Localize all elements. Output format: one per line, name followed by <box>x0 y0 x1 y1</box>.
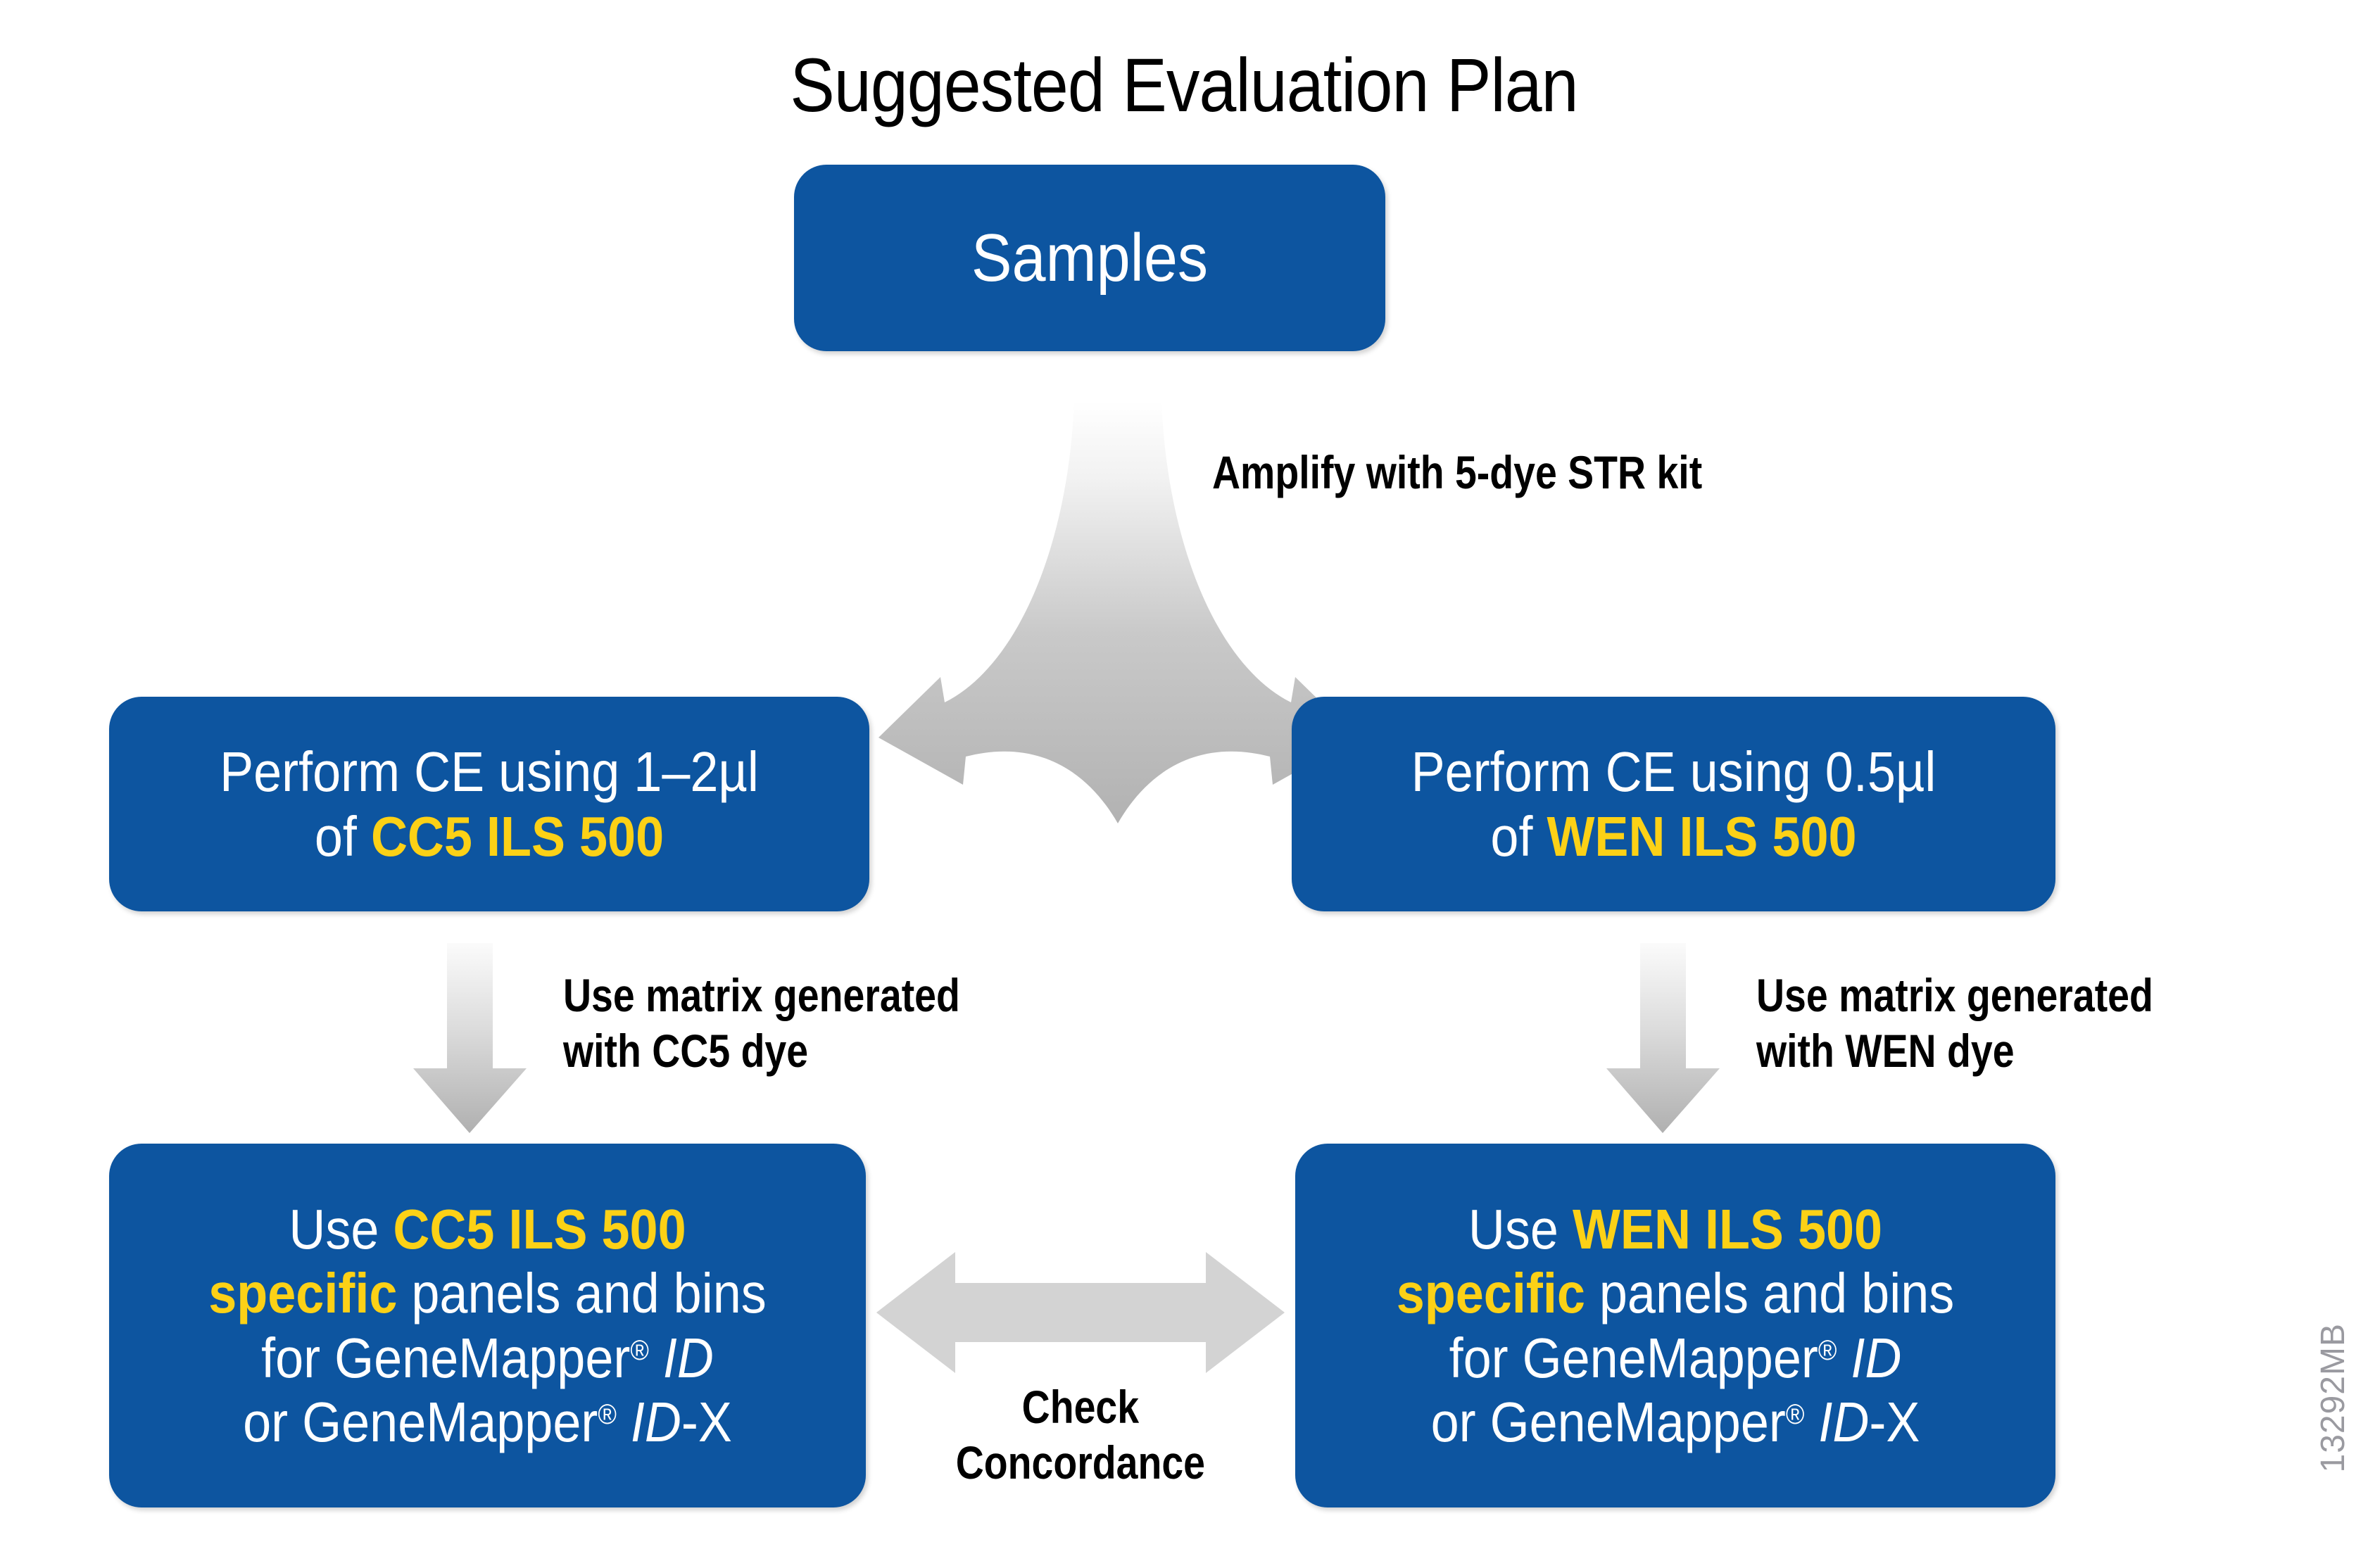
branching-down-arrow-icon <box>878 401 1357 823</box>
node-perform-ce-cc5-label: Perform CE using 1–2µl of CC5 ILS 500 <box>147 740 831 868</box>
label-matrix-cc5-text: Use matrix generated with CC5 dye <box>563 969 960 1077</box>
panels-left-l4-suffix: -X <box>681 1390 732 1453</box>
panels-right-l1-highlight: WEN ILS 500 <box>1572 1198 1883 1261</box>
label-amplify-text: Amplify with 5-dye STR kit <box>1212 446 1703 498</box>
node-panels-bins-cc5-label: Use CC5 ILS 500 specific panels and bins… <box>147 1197 829 1454</box>
label-matrix-wen-text: Use matrix generated with WEN dye <box>1756 969 2153 1077</box>
node-panels-bins-cc5[interactable]: Use CC5 ILS 500 specific panels and bins… <box>109 1144 866 1507</box>
node-perform-ce-cc5[interactable]: Perform CE using 1–2µl of CC5 ILS 500 <box>109 697 869 911</box>
ce-left-line1: Perform CE using 1–2µl <box>220 740 759 804</box>
panels-right-l4-suffix: -X <box>1869 1390 1920 1453</box>
ce-right-highlight: WEN ILS 500 <box>1547 804 1857 868</box>
panels-right-l4-italic: ID <box>1818 1390 1870 1453</box>
ce-right-line1: Perform CE using 0.5µl <box>1411 740 1936 804</box>
down-arrow-icon-right <box>1606 943 1720 1133</box>
panels-right-l4-prefix: or GeneMapper <box>1430 1390 1786 1453</box>
registered-mark-icon: ® <box>598 1398 617 1430</box>
panels-left-l1-prefix: Use <box>289 1198 393 1261</box>
document-code: 13292MB <box>2315 1323 2352 1473</box>
registered-mark-icon: ® <box>630 1334 649 1366</box>
node-samples[interactable]: Samples <box>794 165 1385 351</box>
node-perform-ce-wen-label: Perform CE using 0.5µl of WEN ILS 500 <box>1330 740 2017 868</box>
panels-right-l2-highlight: specific <box>1396 1262 1585 1325</box>
panels-left-l3-prefix: for GeneMapper <box>261 1326 631 1389</box>
label-amplify: Amplify with 5-dye STR kit <box>1212 445 1796 500</box>
page-title-text: Suggested Evaluation Plan <box>790 42 1578 127</box>
panels-left-l2-suffix: panels and bins <box>397 1262 767 1325</box>
panels-left-l3-italic: ID <box>662 1326 714 1389</box>
panels-left-l1-highlight: CC5 ILS 500 <box>393 1198 686 1261</box>
node-panels-bins-wen[interactable]: Use WEN ILS 500 specific panels and bins… <box>1295 1144 2055 1507</box>
node-samples-label: Samples <box>971 220 1209 296</box>
panels-right-l2-suffix: panels and bins <box>1585 1262 1955 1325</box>
ce-right-line2-prefix: of <box>1490 804 1547 868</box>
panels-left-l2-highlight: specific <box>208 1262 398 1325</box>
panels-left-l4-italic: ID <box>630 1390 681 1453</box>
registered-mark-icon: ® <box>1818 1334 1837 1366</box>
down-arrow-icon-left <box>413 943 527 1133</box>
label-check-concordance-text: Check Concordance <box>955 1381 1206 1489</box>
label-check-concordance: Check Concordance <box>908 1379 1253 1491</box>
node-panels-bins-wen-label: Use WEN ILS 500 specific panels and bins… <box>1333 1197 2017 1454</box>
registered-mark-icon: ® <box>1785 1398 1805 1430</box>
page-title: Suggested Evaluation Plan <box>142 41 2226 129</box>
label-matrix-wen: Use matrix generated with WEN dye <box>1756 968 2229 1079</box>
panels-right-l1-prefix: Use <box>1468 1198 1573 1261</box>
ce-left-highlight: CC5 ILS 500 <box>370 804 665 868</box>
panels-left-l4-prefix: or GeneMapper <box>243 1390 598 1453</box>
panels-right-l3-italic: ID <box>1851 1326 1902 1389</box>
double-headed-arrow-icon <box>876 1252 1285 1373</box>
label-matrix-cc5: Use matrix generated with CC5 dye <box>563 968 1035 1079</box>
node-perform-ce-wen[interactable]: Perform CE using 0.5µl of WEN ILS 500 <box>1292 697 2055 911</box>
panels-right-l3-prefix: for GeneMapper <box>1449 1326 1818 1389</box>
ce-left-line2-prefix: of <box>314 804 371 868</box>
